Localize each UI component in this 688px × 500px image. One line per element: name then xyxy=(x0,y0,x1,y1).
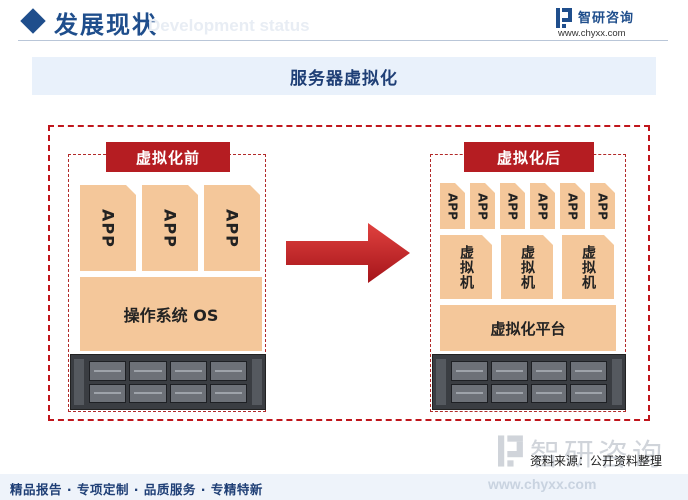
after-app-box: APP xyxy=(560,183,585,229)
app-label: APP xyxy=(535,192,550,220)
after-app-box: APP xyxy=(440,183,465,229)
page-subtitle: Development status xyxy=(148,16,310,35)
watermark: 智研咨询 xyxy=(498,432,678,476)
chyxx-logo-icon xyxy=(498,435,523,467)
virtual-machine-box: 虚拟机 xyxy=(562,235,614,299)
source-note: 资料来源：公开资料整理 xyxy=(530,454,663,468)
diagram-title-banner: 服务器虚拟化 xyxy=(32,57,656,95)
right-arrow-icon xyxy=(286,223,410,283)
before-app-box: APP xyxy=(80,185,136,271)
after-app-box: APP xyxy=(530,183,555,229)
app-label: APP xyxy=(475,192,490,220)
diagram-frame xyxy=(48,125,650,421)
brand-logo: 智研咨询 www.chyxx.com xyxy=(556,6,666,40)
vm-label: 虚拟机 xyxy=(458,244,474,290)
app-label: APP xyxy=(222,208,242,248)
chyxx-logo-icon xyxy=(556,8,572,28)
watermark-text: 智研咨询 xyxy=(530,438,666,473)
after-app-box: APP xyxy=(590,183,615,229)
footer-slogan: 精品报告 · 专项定制 · 品质服务 · 专精特新 xyxy=(10,482,263,497)
app-label: APP xyxy=(98,208,118,248)
virtual-machine-box: 虚拟机 xyxy=(440,235,492,299)
after-app-box: APP xyxy=(500,183,525,229)
rack-server-icon xyxy=(432,354,626,410)
virtual-machine-box: 虚拟机 xyxy=(501,235,553,299)
header-divider xyxy=(18,40,668,41)
app-label: APP xyxy=(595,192,610,220)
before-app-box: APP xyxy=(142,185,198,271)
brand-url: www.chyxx.com xyxy=(558,28,626,39)
page-header: 发展现状 Development status 智研咨询 www.chyxx.c… xyxy=(0,0,688,46)
diamond-icon xyxy=(20,8,46,34)
footer-url: www.chyxx.com xyxy=(488,476,597,492)
app-label: APP xyxy=(160,208,180,248)
page-footer: 精品报告 · 专项定制 · 品质服务 · 专精特新 www.chyxx.com xyxy=(0,474,688,500)
page-title: 发展现状 xyxy=(54,10,158,39)
after-tab: 虚拟化后 xyxy=(464,142,594,172)
before-app-box: APP xyxy=(204,185,260,271)
app-label: APP xyxy=(505,192,520,220)
after-app-box: APP xyxy=(470,183,495,229)
vm-label: 虚拟机 xyxy=(519,244,535,290)
app-label: APP xyxy=(445,192,460,220)
before-tab: 虚拟化前 xyxy=(106,142,230,172)
brand-name: 智研咨询 xyxy=(578,11,635,26)
virtualization-platform-layer: 虚拟化平台 xyxy=(440,305,616,351)
vm-label: 虚拟机 xyxy=(580,244,596,290)
diagram-title: 服务器虚拟化 xyxy=(290,68,398,89)
rack-server-icon xyxy=(70,354,266,410)
operating-system-layer: 操作系统 OS xyxy=(80,277,262,351)
app-label: APP xyxy=(565,192,580,220)
